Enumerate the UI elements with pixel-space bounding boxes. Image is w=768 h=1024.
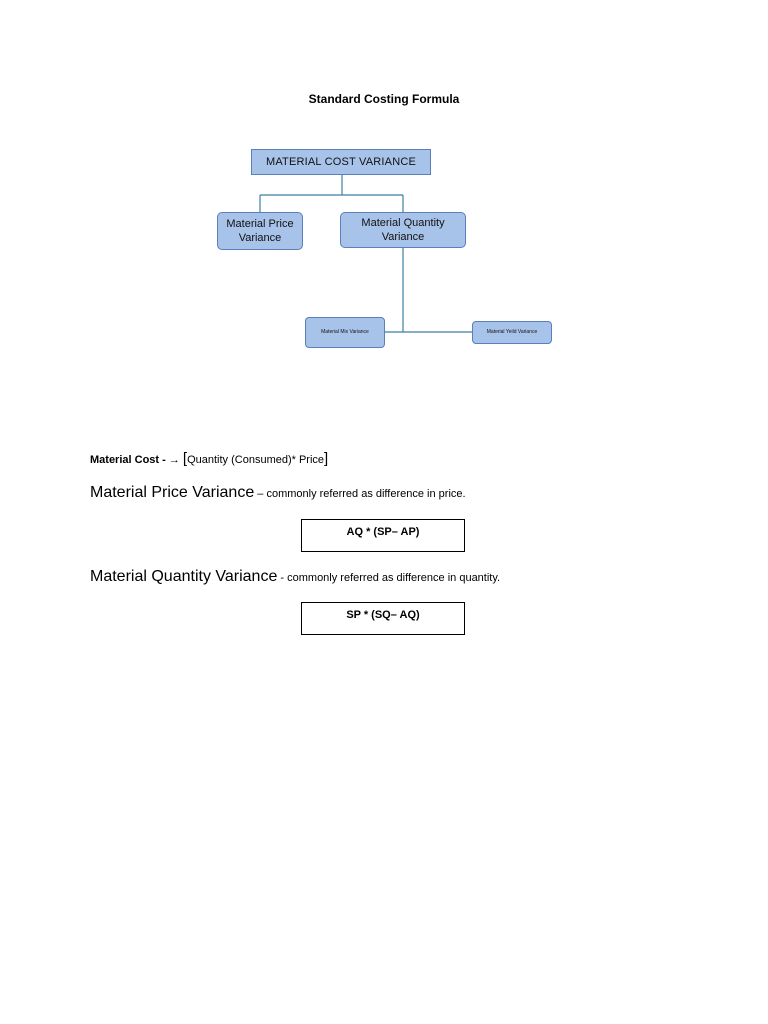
material-price-variance-node: Material Price Variance [217, 212, 303, 250]
material-cost-expression: Quantity (Consumed)* Price [187, 454, 325, 466]
quantity-variance-description: - commonly referred as difference in qua… [277, 572, 501, 584]
quantity-variance-title: Material Quantity Variance [90, 568, 278, 585]
material-cost-variance-node: MATERIAL COST VARIANCE [251, 149, 431, 175]
price-variance-description: – commonly referred as difference in pri… [254, 488, 466, 500]
bracket-close: ] [324, 450, 329, 467]
material-yield-variance-node: Material Yeild Variance [472, 321, 552, 344]
material-mix-variance-node: Material Mix Variance [305, 317, 385, 348]
quantity-variance-heading: Material Quantity Variance - commonly re… [90, 568, 500, 586]
price-variance-title: Material Price Variance [90, 484, 255, 501]
price-variance-formula-box: AQ * (SP– AP) [301, 519, 465, 552]
arrow-icon: → [168, 454, 180, 466]
price-variance-heading: Material Price Variance – commonly refer… [90, 484, 466, 502]
bracket-open: [ [182, 450, 188, 467]
material-cost-line: Material Cost - → [Quantity (Consumed)* … [90, 450, 328, 467]
material-quantity-variance-node: Material Quantity Variance [340, 212, 466, 248]
page-title: Standard Costing Formula [308, 92, 460, 106]
quantity-variance-formula-box: SP * (SQ– AQ) [301, 602, 465, 635]
material-cost-label: Material Cost - [90, 454, 166, 466]
